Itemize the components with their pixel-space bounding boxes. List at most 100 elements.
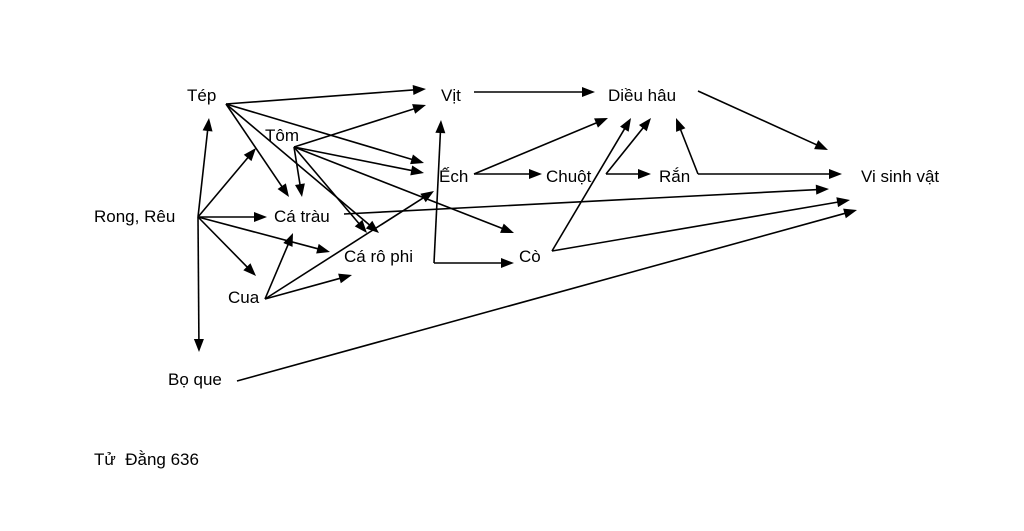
author-caption: Tử Đằng 636 [94,450,199,469]
edge-line [197,216,200,342]
edge-line [605,126,645,175]
edge-line [225,103,414,161]
edge-line [679,127,699,175]
arrowhead-icon [814,140,828,150]
node-ran: Rắn [659,167,690,186]
node-co: Cò [519,247,541,266]
edge-rongreu-to-boque [193,216,204,352]
arrowhead-icon [277,183,289,197]
edge-line [293,146,302,187]
edge-tep-to-carophi [225,103,379,233]
edge-rongreu-to-tom [197,148,256,218]
edge-tep-to-catrau [225,103,289,197]
node-tep: Tép [187,86,216,105]
edge-tom-to-ech [293,146,424,176]
node-chuot: Chuột [546,167,592,186]
arrowhead-icon [594,118,608,128]
node-tom: Tôm [265,126,299,145]
node-ca-trau: Cá tràu [274,207,330,226]
edge-cua-to-catrau [264,233,293,300]
arrowhead-icon [254,212,267,222]
arrowhead-icon [410,154,424,165]
node-vi-sinh-vat: Vi sinh vật [861,167,939,186]
edge-ech-to-dieuhau [473,118,608,175]
arrowhead-icon [283,233,293,247]
arrowhead-icon [354,219,367,233]
node-bo-que: Bọ que [168,370,222,389]
edge-line [264,242,290,300]
arrowhead-icon [316,243,330,254]
arrowhead-icon [435,120,446,134]
arrowhead-icon [676,118,686,132]
edge-ran-to-dieuhau [676,118,699,175]
edge-line [225,103,284,189]
edge-tom-to-co [293,146,514,233]
edge-line [264,277,342,300]
edge-line [197,216,249,269]
edge-co-to-dieuhau [551,118,631,252]
edge-chuot-to-ran [606,169,651,179]
edge-line [293,107,416,148]
edge-rongreu-to-cua [197,216,256,276]
edge-chuot-to-dieuhau [605,118,651,175]
edge-line [293,146,361,226]
edge-tep-to-ech [225,103,424,165]
edge-tom-to-carophi [293,146,367,233]
arrowhead-icon [500,223,514,233]
arrowhead-icon [420,191,434,203]
edge-line [293,146,414,172]
arrowhead-icon [243,263,256,276]
arrowhead-icon [295,183,305,197]
edge-line [343,188,819,215]
edge-tep-to-vit [225,84,426,105]
edge-line [264,196,426,300]
arrowhead-icon [412,104,426,114]
edge-vit-to-dieuhau [474,87,595,97]
edge-ech-to-chuot [474,169,542,179]
edge-ran-to-visinhvat [698,169,842,179]
arrowhead-icon [836,197,850,208]
edge-cua-to-ech [264,191,434,300]
node-vit: Vịt [441,86,461,105]
edge-line [433,130,442,264]
edge-line [197,128,209,218]
arrowhead-icon [843,208,857,219]
arrowhead-icon [243,148,256,162]
edge-dieuhau-to-visinhvat [697,90,828,150]
edge-line [236,212,847,382]
arrowhead-icon [501,258,514,268]
arrowhead-icon [410,165,424,176]
edge-line [697,90,819,147]
node-rong-reu: Rong, Rêu [94,207,175,226]
arrowhead-icon [202,118,213,132]
edge-cua-to-carophi [264,273,352,300]
node-ca-ro-phi: Cá rô phi [344,247,413,266]
edge-line [293,146,505,230]
edge-boque-to-visinhvat [236,208,857,382]
edge-tom-to-catrau [293,146,305,197]
edge-rongreu-to-catrau [198,212,267,222]
edge-rongreu-to-tep [197,118,213,218]
arrowhead-icon [529,169,542,179]
arrowhead-icon [638,169,651,179]
arrowhead-icon [412,84,426,95]
edge-tom-to-vit [293,104,426,148]
edge-line [225,103,372,227]
edge-rongreu-to-carophi [197,216,330,254]
edge-carophi-to-co [434,258,514,268]
edge-co-to-visinhvat [551,197,850,252]
edge-line [197,155,250,218]
nodes-layer: Tép Vịt Diều hâu Tôm Ếch Chuột Rắn Vi si… [94,86,939,389]
arrowhead-icon [582,87,595,97]
edge-catrau-to-visinhvat [343,184,829,215]
node-dieu-hau: Diều hâu [608,86,676,105]
arrowhead-icon [815,184,829,195]
edge-line [197,216,320,250]
edge-line [473,121,599,175]
edges-layer [193,84,857,382]
arrowhead-icon [365,220,379,233]
node-cua: Cua [228,288,260,307]
edge-line [551,127,627,252]
edge-carophi-to-vit [433,120,446,264]
